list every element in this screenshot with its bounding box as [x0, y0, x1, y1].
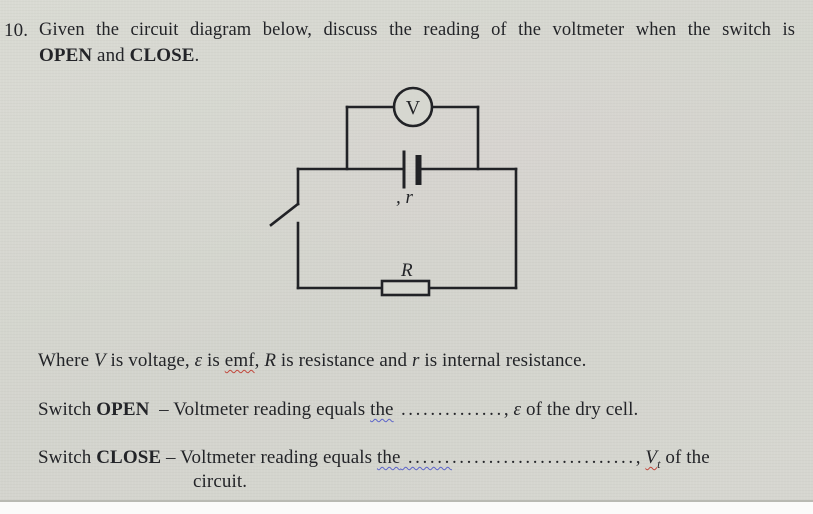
voltmeter-icon — [392, 86, 434, 128]
close-t2: – Voltmeter reading equals — [161, 447, 377, 468]
open-t1: Switch — [38, 399, 97, 420]
outer-loop-wires — [296, 167, 518, 290]
open-t4: of the dry cell. — [521, 399, 639, 420]
switch-icon — [269, 167, 300, 290]
open-t2: – Voltmeter reading equals — [149, 399, 371, 420]
question-number: 10. — [4, 20, 29, 41]
internal-resistance-symbol: r — [411, 350, 420, 371]
close-t1: Switch — [38, 447, 97, 468]
voltage-symbol: V — [93, 350, 106, 371]
open-t3: , — [503, 399, 514, 420]
voltmeter-label: V — [406, 97, 421, 119]
battery-label: , r — [396, 187, 414, 208]
resistance-symbol: R — [264, 350, 277, 371]
question-period: . — [194, 45, 200, 66]
where-t4: , — [254, 350, 265, 371]
terminal-voltage-subscript: t — [657, 456, 661, 471]
resistor-icon — [380, 279, 431, 297]
emf-symbol: ε — [194, 350, 203, 371]
terminal-voltage-symbol: V — [645, 447, 658, 468]
close-t4: of the — [660, 447, 710, 468]
close-t3: , — [635, 447, 646, 468]
switch-blade — [269, 202, 300, 227]
where-t1: Where — [38, 350, 94, 371]
close-bold: CLOSE — [96, 447, 162, 468]
where-t2: is voltage, — [105, 350, 195, 371]
open-keyword: OPEN — [39, 45, 93, 66]
where-t6: is internal resistance. — [419, 350, 587, 371]
switch-open-line: Switch OPEN – Voltmeter reading equals t… — [38, 398, 638, 422]
where-t3: is — [202, 350, 225, 371]
open-bold: OPEN — [96, 399, 150, 420]
emf-word: emf — [224, 350, 255, 371]
close-keyword: CLOSE — [129, 45, 195, 66]
circuit-word: circuit. — [193, 471, 248, 492]
resistor-label: R — [400, 260, 413, 281]
battery-icon — [402, 150, 422, 189]
emf-symbol-open: ε — [513, 399, 522, 420]
dotted-blank-open: .............. — [393, 399, 504, 420]
photo-bottom-margin — [0, 502, 813, 514]
question-text-line1: Given the circuit diagram below, discuss… — [39, 20, 795, 40]
the-word-close: the — [376, 447, 401, 468]
circuit-diagram: V , r R — [269, 86, 518, 297]
dotted-blank-close-a: ...... — [400, 447, 452, 468]
question-mid: and — [92, 45, 130, 66]
where-t5: is resistance and — [276, 350, 412, 371]
voltmeter-branch-wires — [345, 105, 480, 171]
where-line: Where V is voltage, ε is emf, R is resis… — [38, 349, 586, 373]
question-text-line2: OPEN and CLOSE. — [39, 44, 199, 68]
switch-close-line: Switch CLOSE – Voltmeter reading equals … — [38, 446, 710, 470]
the-word-open: the — [370, 399, 394, 420]
resistor-box — [380, 279, 431, 297]
worksheet-photo: 10. Given the circuit diagram below, dis… — [0, 0, 813, 502]
dotted-blank-close-b: ......................... — [451, 447, 636, 468]
voltmeter-circle — [392, 86, 434, 128]
